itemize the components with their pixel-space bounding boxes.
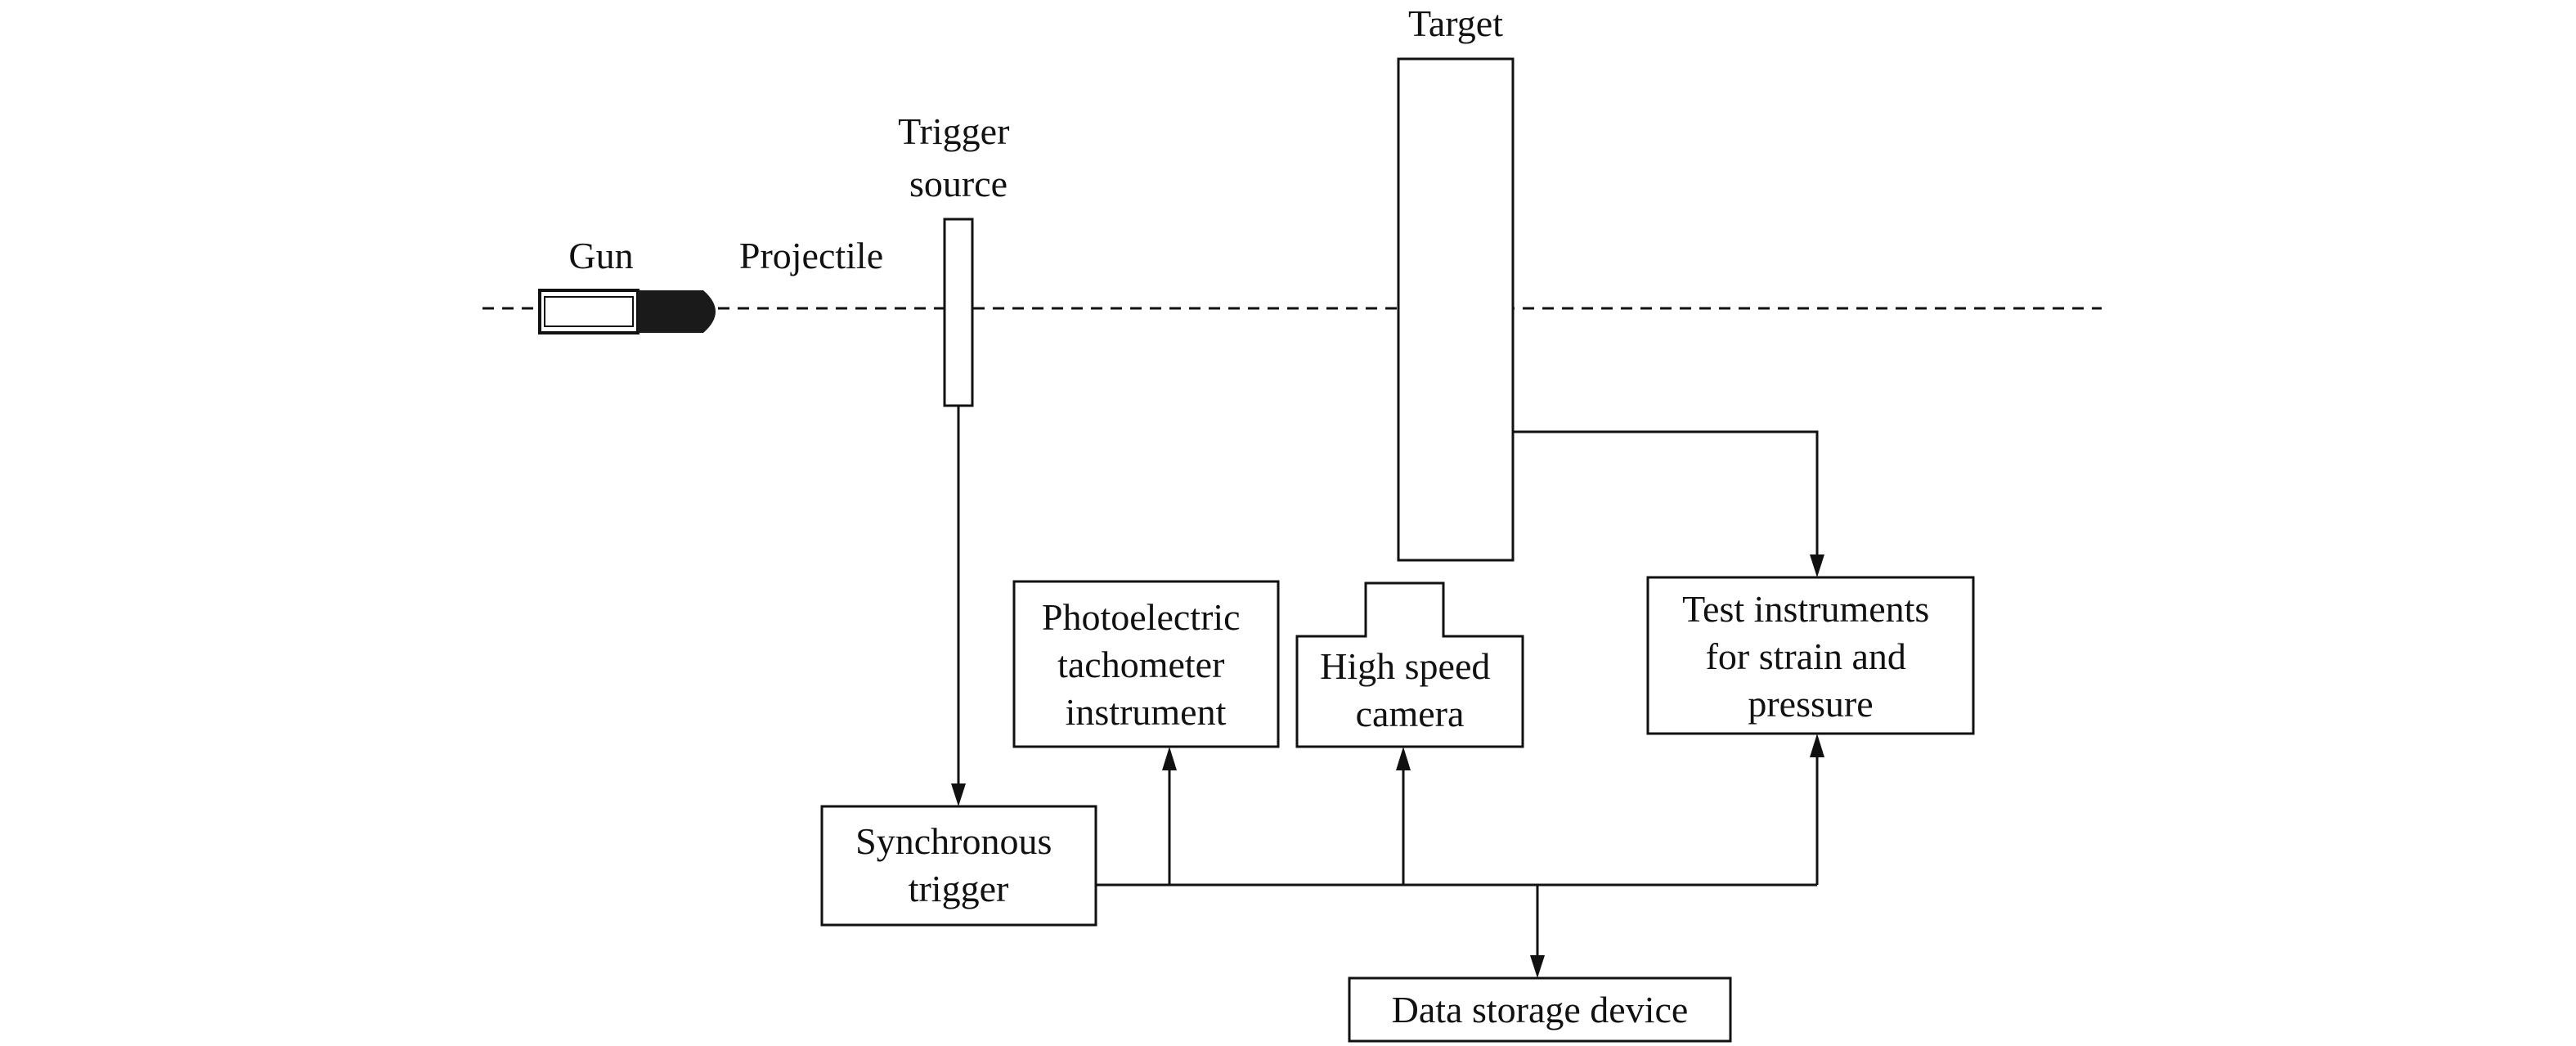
projectile-icon	[638, 290, 716, 333]
trigger-source-plate	[943, 218, 974, 407]
arrow-to-sync-trigger	[951, 783, 966, 806]
photoelectric-tachometer-label: Photoelectric tachometer instrument	[1042, 596, 1250, 733]
camera-line-1: High speed	[1320, 645, 1490, 687]
trigger-source-line-1: Trigger	[898, 110, 1009, 152]
sync-trigger-line-2: trigger	[909, 868, 1009, 909]
synchronous-trigger-box	[820, 805, 1097, 927]
data-storage-device-label: Data storage device	[1392, 989, 1689, 1030]
target-plate	[1397, 57, 1515, 562]
test-instruments-label: Test instruments for strain and pressure	[1682, 588, 1939, 725]
photoelectric-tachometer-box	[1012, 580, 1280, 748]
high-speed-camera-label: High speed camera	[1320, 645, 1500, 734]
arrow-to-photoelectric	[1162, 747, 1177, 770]
test-instruments-line-2: for strain and	[1706, 635, 1906, 677]
arrow-to-data-storage	[1530, 955, 1545, 978]
arrow-up-to-test-instruments	[1810, 734, 1824, 757]
trigger-source-line-2: source	[909, 163, 1008, 204]
photoelectric-line-1: Photoelectric	[1042, 596, 1241, 638]
camera-line-2: camera	[1356, 693, 1465, 734]
test-instruments-line-3: pressure	[1748, 683, 1873, 725]
high-speed-camera-box	[1295, 581, 1524, 748]
synchronous-trigger-label: Synchronous trigger	[855, 820, 1061, 909]
trigger-source-label: Trigger source	[898, 110, 1019, 204]
photoelectric-line-2: tachometer	[1057, 644, 1224, 685]
test-instruments-line-1: Test instruments	[1682, 588, 1929, 630]
data-storage-device-box	[1348, 976, 1732, 1043]
gun-label: Gun	[568, 235, 633, 276]
target-label: Target	[1408, 2, 1503, 44]
test-instruments-box	[1646, 576, 1975, 735]
arrow-to-test-instruments	[1810, 554, 1824, 577]
target-signal-line	[1513, 430, 1819, 554]
sync-trigger-line-1: Synchronous	[855, 820, 1052, 862]
arrow-to-camera	[1396, 747, 1411, 770]
projectile-label: Projectile	[739, 235, 883, 276]
photoelectric-line-3: instrument	[1066, 691, 1227, 733]
gun-icon	[538, 289, 640, 334]
